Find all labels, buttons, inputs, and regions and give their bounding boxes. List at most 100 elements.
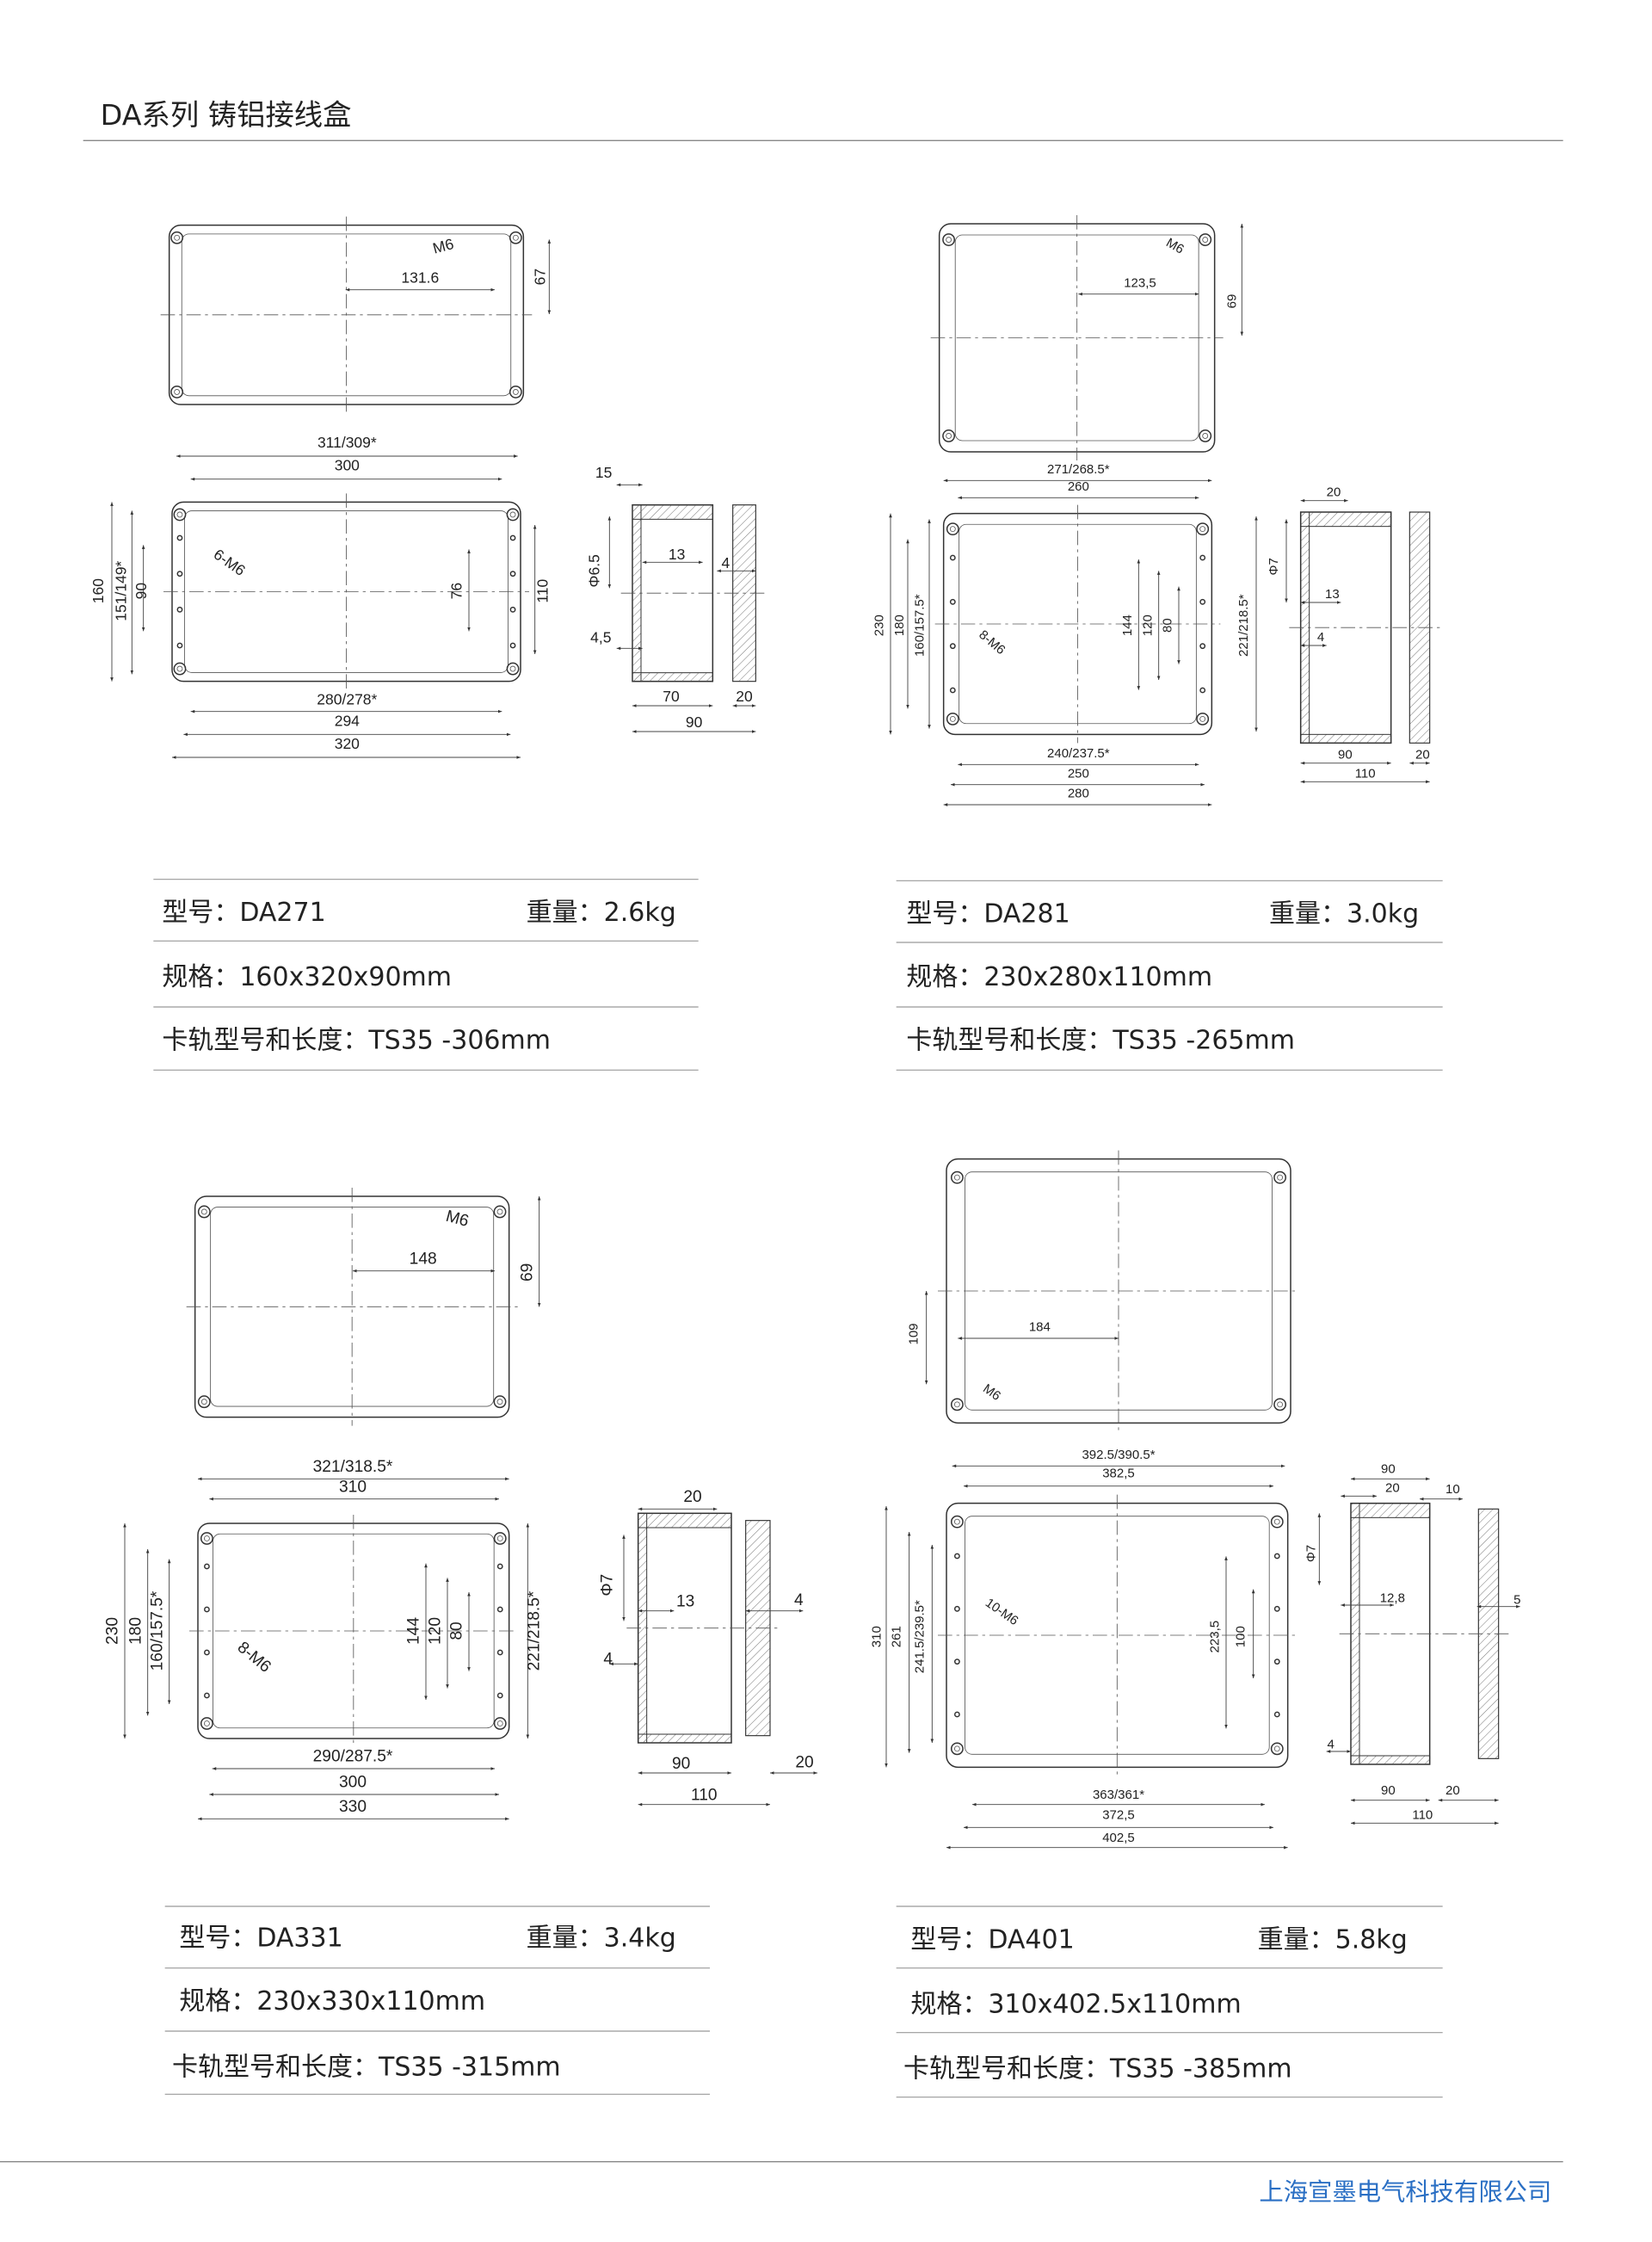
screw-icon xyxy=(174,389,181,395)
screw-icon xyxy=(509,665,516,672)
rail-hole-icon xyxy=(1273,1605,1280,1612)
dimension-label: 300 xyxy=(339,1774,367,1792)
dimension-label: 402,5 xyxy=(1102,1831,1135,1845)
side-view xyxy=(1339,1502,1510,1765)
mounting-hole-icon xyxy=(493,1532,507,1545)
screw-icon xyxy=(1202,237,1209,243)
dimension-label: 310 xyxy=(869,1626,884,1647)
dimension-label: 110 xyxy=(691,1787,718,1805)
dimension-label: 20 xyxy=(795,1753,813,1771)
screw-icon xyxy=(174,234,181,241)
screw-icon xyxy=(1277,1174,1284,1181)
dimension-label: 223,5 xyxy=(1208,1621,1223,1653)
weight-label: 重量：5.8kg xyxy=(1258,1924,1408,1955)
page-title: DA系列 铸铝接线盒 xyxy=(101,98,352,132)
dimension-label: 321/318.5* xyxy=(313,1458,393,1476)
dimension-label: 280 xyxy=(1068,787,1089,801)
dimension-label: 330 xyxy=(339,1798,367,1816)
dimension-label: 20 xyxy=(683,1488,701,1506)
rail-hole-icon xyxy=(1199,554,1206,561)
rail-hole-icon xyxy=(509,571,516,577)
mounting-hole-icon xyxy=(950,1742,964,1756)
screw-icon xyxy=(1277,1401,1284,1408)
screw-icon xyxy=(200,1208,207,1215)
dimension-label: 294 xyxy=(335,712,360,729)
dimension-label: 120 xyxy=(1140,615,1155,636)
dimension-label: 4 xyxy=(1317,630,1324,645)
rail-hole-icon xyxy=(509,534,516,541)
screw-icon xyxy=(1202,433,1209,439)
rail-label: 卡轨型号和长度：TS35 -315mm xyxy=(172,2053,561,2083)
mounting-hole-icon xyxy=(1270,1515,1284,1529)
dimension-label: 148 xyxy=(410,1250,437,1268)
rail-hole-icon xyxy=(949,643,956,650)
dimension-label: 160 xyxy=(89,578,107,603)
screw-icon xyxy=(949,715,956,722)
dimension-label: 230 xyxy=(872,615,887,636)
screw-icon xyxy=(1273,1518,1280,1525)
dimension-label: 90 xyxy=(1338,748,1353,763)
rail-hole-icon xyxy=(509,642,516,649)
rail-hole-icon xyxy=(496,1649,503,1656)
spec-label: 规格：310x402.5x110mm xyxy=(910,1989,1241,2019)
screw-icon xyxy=(1273,1745,1280,1752)
mounting-hole-icon xyxy=(493,1395,507,1409)
dimension-label: 131.6 xyxy=(401,269,439,286)
dimension-label: 160/157.5* xyxy=(148,1590,166,1671)
mounting-hole-icon xyxy=(509,231,522,244)
dimension-label: 241.5/239.5* xyxy=(912,1600,927,1673)
dimension-label: 90 xyxy=(133,583,150,600)
mounting-hole-icon xyxy=(173,662,187,676)
rail-hole-icon xyxy=(203,1563,210,1570)
dimension-label: 382,5 xyxy=(1102,1467,1135,1481)
dimension-label: 221/218.5* xyxy=(1236,594,1251,657)
rail-hole-icon xyxy=(496,1563,503,1570)
top-view xyxy=(186,1188,518,1426)
rail-hole-icon xyxy=(949,554,956,561)
rail-hole-icon xyxy=(1273,1658,1280,1665)
dimension-label: 90 xyxy=(686,713,703,731)
rail-hole-icon xyxy=(1199,687,1206,694)
dimension-label: 90 xyxy=(1381,1462,1396,1477)
dimension-label: 120 xyxy=(427,1617,445,1645)
rail-hole-icon xyxy=(203,1649,210,1656)
dimension-label: 180 xyxy=(892,615,907,636)
screw-icon xyxy=(176,665,183,672)
dimension-label: Φ7 xyxy=(599,1574,617,1597)
dimension-label: 67 xyxy=(531,269,548,285)
rail-hole-icon xyxy=(953,1605,960,1612)
dimension-label: 20 xyxy=(1446,1783,1460,1798)
dimension-label: 15 xyxy=(595,464,612,481)
rail-hole-icon xyxy=(176,571,183,577)
dimension-label: 180 xyxy=(126,1617,145,1645)
rail-label: 卡轨型号和长度：TS35 -265mm xyxy=(906,1025,1295,1055)
dimension-label: 13 xyxy=(676,1593,694,1611)
top-view xyxy=(160,216,533,413)
dimension-label: 69 xyxy=(1225,294,1240,309)
dimension-label: 110 xyxy=(534,578,552,602)
spec-label: 规格：230x330x110mm xyxy=(179,1986,485,2017)
dimension-label: 90 xyxy=(672,1755,690,1773)
dimension-label: 10 xyxy=(1446,1482,1460,1497)
screw-icon xyxy=(176,511,183,518)
dimension-label: Φ7 xyxy=(1304,1545,1318,1562)
dimension-label: 8-M6 xyxy=(234,1639,274,1677)
mounting-hole-icon xyxy=(506,662,520,676)
mounting-hole-icon xyxy=(950,1170,964,1184)
mounting-hole-icon xyxy=(200,1717,213,1730)
body-bottom-hatch xyxy=(1300,733,1392,744)
dimension-label: 70 xyxy=(663,688,680,705)
dimension-label: 221/218.5* xyxy=(526,1590,544,1671)
dimension-label: 160/157.5* xyxy=(912,594,927,657)
side-view xyxy=(1289,511,1441,744)
screw-icon xyxy=(953,1745,960,1752)
dimension-label: 80 xyxy=(448,1621,466,1640)
front-view xyxy=(938,1494,1297,1776)
dimension-label: 110 xyxy=(1355,766,1376,781)
side-view xyxy=(620,503,767,682)
